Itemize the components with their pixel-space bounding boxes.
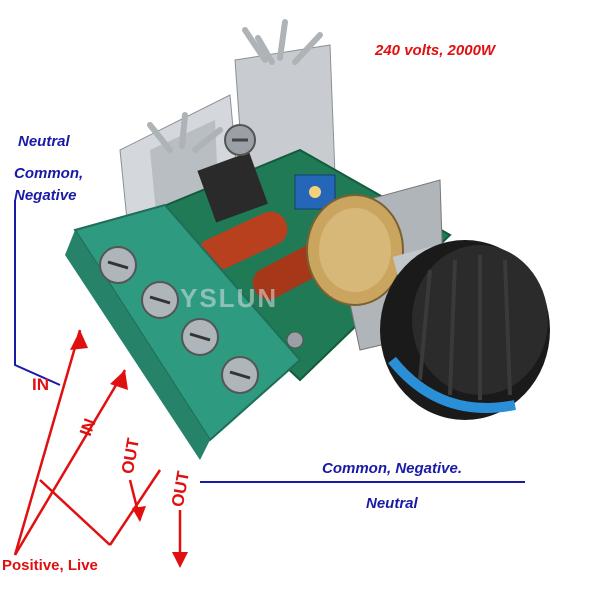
triac: [197, 124, 268, 223]
blue-annotation-lines: [14, 200, 525, 483]
rating-label: 240 volts, 2000W: [375, 42, 496, 59]
terminal-block: [65, 203, 302, 460]
neutral-left-label: Neutral: [18, 133, 70, 150]
common-right-label: Common, Negative.: [322, 460, 463, 477]
common-left-label-1: Common,: [14, 165, 84, 182]
dimmer-knob: [380, 240, 550, 420]
neutral-right-label: Neutral: [366, 495, 418, 512]
red-arrows: [13, 329, 182, 565]
positive-live-label: Positive, Live: [2, 557, 98, 574]
in-label-1: IN: [32, 375, 49, 394]
mounting-bolt: [286, 331, 304, 349]
watermark: YSLUN: [180, 283, 279, 313]
arrowheads: [70, 330, 188, 568]
common-left-label-2: Negative: [14, 187, 77, 204]
